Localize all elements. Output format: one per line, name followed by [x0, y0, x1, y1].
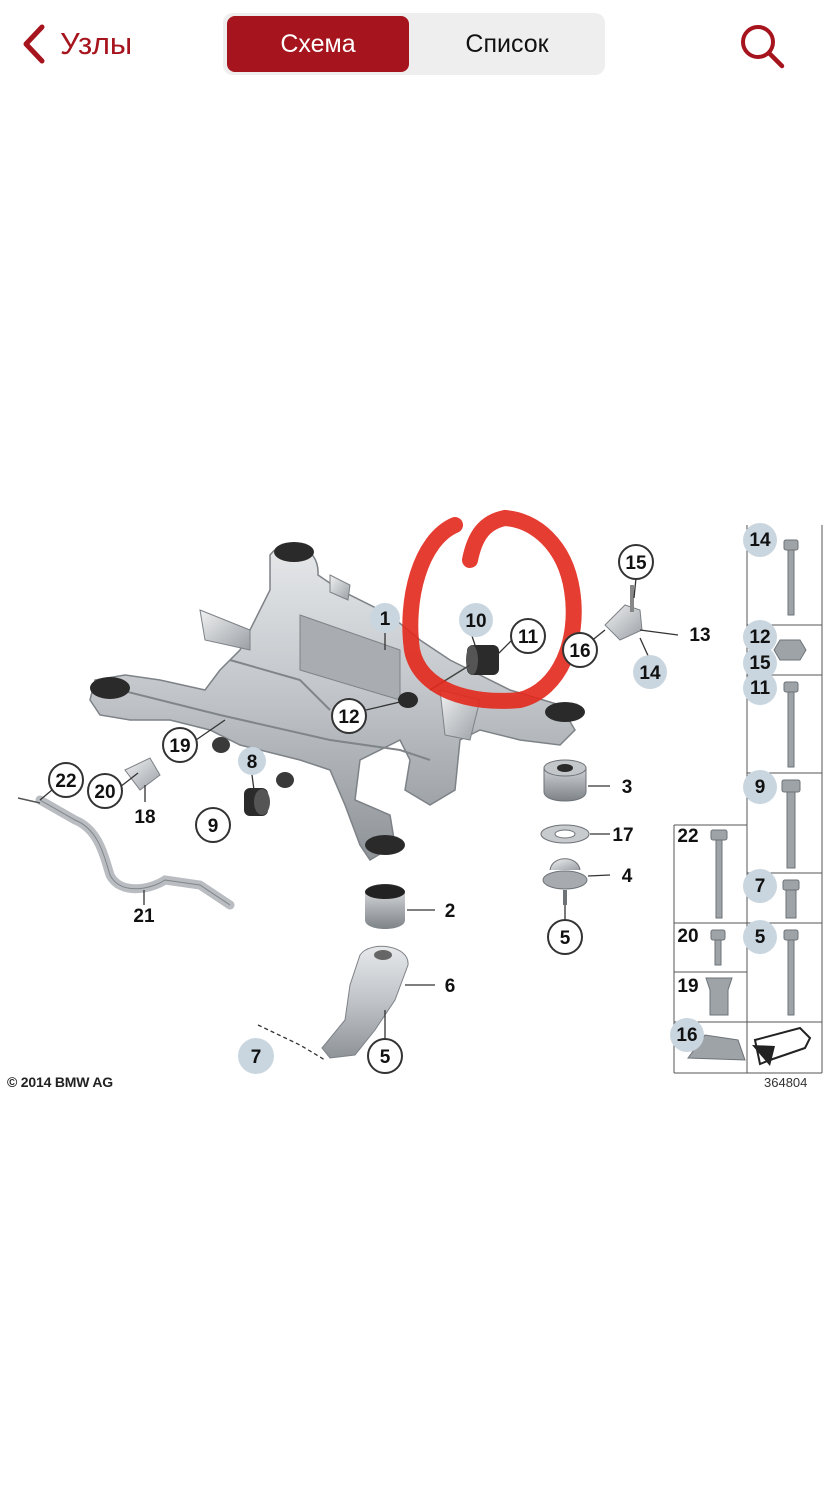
navigation-bar: Узлы Схема Список [0, 0, 828, 88]
callouts-shaded [238, 603, 667, 1074]
back-button[interactable]: Узлы [22, 22, 132, 66]
chevron-left-icon [22, 24, 46, 64]
callout-16: 16 [569, 641, 590, 662]
washer-part-17 [540, 824, 590, 844]
bracket-part [124, 757, 161, 791]
legend-16: 16 [676, 1025, 697, 1046]
search-icon [738, 25, 786, 74]
legend-15: 15 [749, 653, 771, 674]
legend-22: 22 [677, 826, 698, 847]
callout-10: 10 [465, 611, 486, 632]
legend-20: 20 [677, 926, 698, 947]
legend-5: 5 [755, 927, 766, 948]
mount-part-3 [543, 759, 587, 802]
callout-3: 3 [622, 777, 633, 798]
callout-5-bottom: 5 [380, 1047, 391, 1068]
callout-labels: 1 10 11 15 16 13 14 12 3 17 4 5 2 6 5 7 … [55, 553, 710, 1068]
callout-17: 17 [612, 825, 633, 846]
parts-diagram: 1 10 11 15 16 13 14 12 3 17 4 5 2 6 5 7 … [0, 500, 828, 1100]
copyright-text: © 2014 BMW AG [7, 1074, 113, 1090]
callout-9: 9 [208, 816, 219, 837]
subframe-illustration: 1 10 11 15 16 13 14 12 3 17 4 5 2 6 5 7 … [17, 509, 823, 1074]
callout-1: 1 [380, 609, 391, 630]
diagram-id: 364804 [764, 1075, 808, 1090]
cap-part-4 [542, 858, 588, 905]
callout-22: 22 [55, 771, 76, 792]
legend-12: 12 [749, 627, 770, 648]
parts-legend: 14 12 15 11 9 7 5 22 20 19 16 [670, 523, 823, 1074]
arrow-icon [752, 1026, 812, 1066]
legend-14: 14 [749, 530, 771, 551]
callout-7: 7 [251, 1047, 262, 1068]
callout-21: 21 [133, 906, 155, 927]
back-label: Узлы [60, 26, 133, 61]
callout-11: 11 [518, 627, 539, 648]
legend-11: 11 [750, 678, 771, 699]
search-button[interactable] [738, 22, 786, 70]
bracket-part-6 [321, 945, 409, 1059]
mount-part-2 [365, 884, 405, 929]
callout-6: 6 [445, 976, 456, 997]
callout-5-right: 5 [560, 928, 571, 949]
stabilizer-bar [17, 795, 235, 910]
bushing-part-9 [244, 788, 270, 816]
bushing-part-10 [429, 645, 499, 691]
segment-list[interactable]: Список [465, 30, 549, 58]
callout-13: 13 [689, 625, 710, 646]
callout-4: 4 [622, 866, 633, 887]
callout-20: 20 [94, 782, 115, 803]
callout-15: 15 [625, 553, 647, 574]
callout-18: 18 [134, 807, 155, 828]
callout-14: 14 [639, 663, 661, 684]
callout-19: 19 [169, 736, 190, 757]
legend-19: 19 [677, 976, 698, 997]
callout-12: 12 [338, 707, 359, 728]
view-segmented-control: Схема Список [223, 13, 605, 75]
legend-9: 9 [755, 777, 766, 798]
highlight-circle [402, 509, 582, 709]
segment-diagram[interactable]: Схема [227, 16, 409, 72]
bracket-part-16 [604, 585, 643, 641]
callout-8: 8 [247, 752, 258, 773]
legend-7: 7 [755, 876, 766, 897]
callout-2: 2 [445, 901, 456, 922]
callouts-white [48, 544, 654, 1074]
